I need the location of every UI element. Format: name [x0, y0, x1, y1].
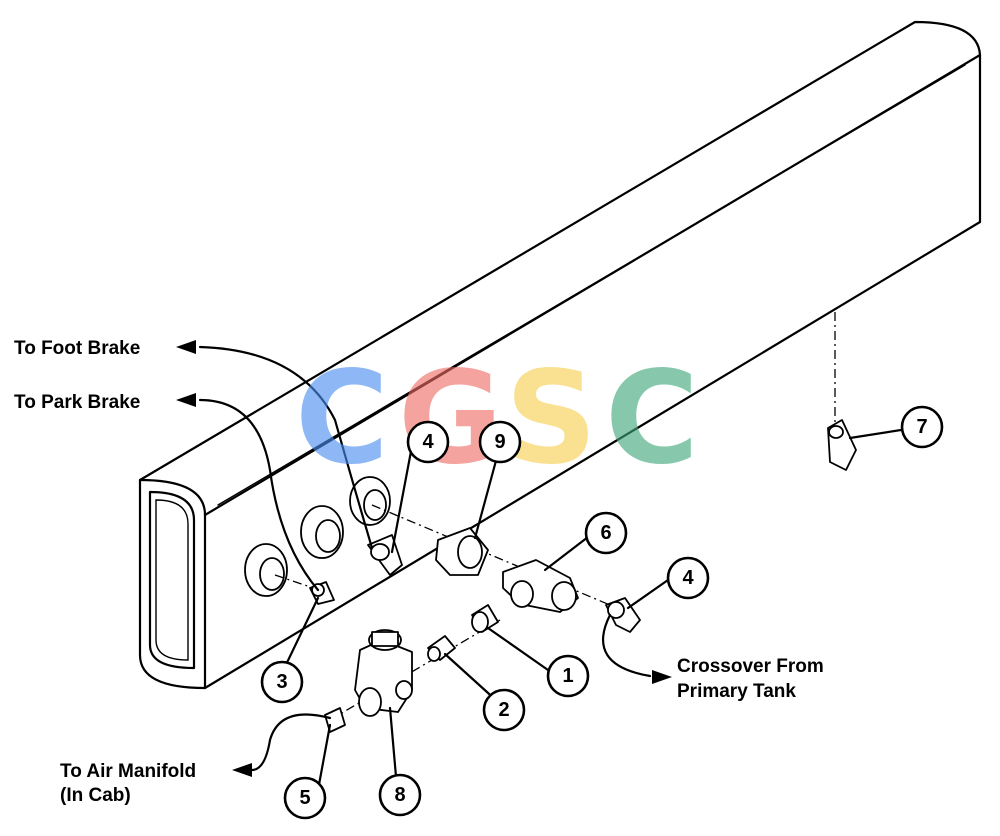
elbow-fitting-4-right: [605, 597, 641, 633]
svg-text:4: 4: [422, 431, 434, 453]
svg-text:1: 1: [562, 665, 573, 687]
label-to-foot-brake: To Foot Brake: [14, 338, 140, 359]
rail-grommets: [244, 476, 391, 597]
callout-3: 3: [260, 660, 304, 704]
tee-fitting-6: [502, 559, 579, 613]
fitting-5: [324, 707, 346, 733]
frame-rail: [138, 20, 982, 690]
nipple-2: [427, 635, 456, 662]
callout-2: 2: [482, 688, 526, 732]
svg-text:4: 4: [682, 567, 694, 589]
callout-7: 7: [900, 405, 944, 449]
label-crossover-line1: Crossover From: [677, 656, 824, 677]
drain-valve-7: [827, 419, 857, 471]
svg-text:5: 5: [299, 787, 310, 809]
callout-6: 6: [584, 511, 628, 555]
air-line-air-manifold: [232, 713, 332, 777]
valve-8: [354, 629, 413, 717]
watermark-letter-c2: C: [605, 344, 699, 493]
elbow-fitting-4-left: [367, 534, 403, 576]
callout-8: 8: [378, 773, 422, 817]
callout-1: 1: [546, 654, 590, 698]
label-air-manifold-line1: To Air Manifold: [60, 761, 196, 782]
callout-9: 9: [478, 420, 522, 464]
label-crossover-line2: Primary Tank: [677, 681, 796, 702]
air-line-foot-brake: [176, 340, 374, 550]
label-to-park-brake: To Park Brake: [14, 392, 140, 413]
watermark-letter-c1: C: [295, 344, 389, 493]
air-line-park-brake: [176, 393, 320, 592]
svg-text:6: 6: [600, 522, 611, 544]
callout-4-upper: 4: [406, 420, 450, 464]
svg-text:3: 3: [276, 671, 287, 693]
nut-9: [435, 527, 489, 576]
svg-text:8: 8: [394, 784, 405, 806]
svg-text:2: 2: [498, 699, 509, 721]
watermark-letter-g: G: [398, 344, 503, 493]
watermark-letter-s: S: [505, 344, 597, 493]
callout-4-right: 4: [666, 556, 710, 600]
bushing-1: [471, 604, 499, 633]
label-air-manifold-line2: (In Cab): [60, 785, 131, 806]
callout-5: 5: [283, 776, 327, 820]
watermark: C G S C: [295, 344, 699, 493]
svg-text:9: 9: [494, 431, 505, 453]
svg-text:7: 7: [916, 416, 927, 438]
air-line-crossover: [601, 613, 672, 684]
